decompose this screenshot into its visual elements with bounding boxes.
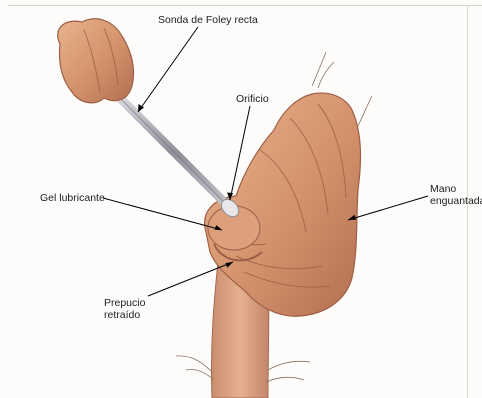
label-mano-line2: enguantada (430, 195, 482, 207)
label-mano-line1: Mano (430, 183, 482, 195)
leader-line-mano (348, 196, 428, 220)
holding-fingers-shape (58, 19, 134, 103)
label-mano-enguantada: Mano enguantada (430, 183, 482, 207)
label-sonda-text: Sonda de Foley recta (158, 14, 258, 26)
label-sonda-de-foley: Sonda de Foley recta (158, 14, 258, 26)
leader-line-sonda (138, 27, 198, 112)
label-prepucio-line2: retraído (104, 309, 145, 321)
label-orificio: Orificio (236, 93, 269, 105)
label-gel-text: Gel lubricante (40, 192, 105, 204)
label-prepucio-line1: Prepucio (104, 297, 145, 309)
label-gel-lubricante: Gel lubricante (40, 192, 105, 204)
label-orificio-text: Orificio (236, 93, 269, 105)
leader-line-gel (103, 198, 222, 230)
label-prepucio-retraido: Prepucio retraído (104, 297, 145, 321)
